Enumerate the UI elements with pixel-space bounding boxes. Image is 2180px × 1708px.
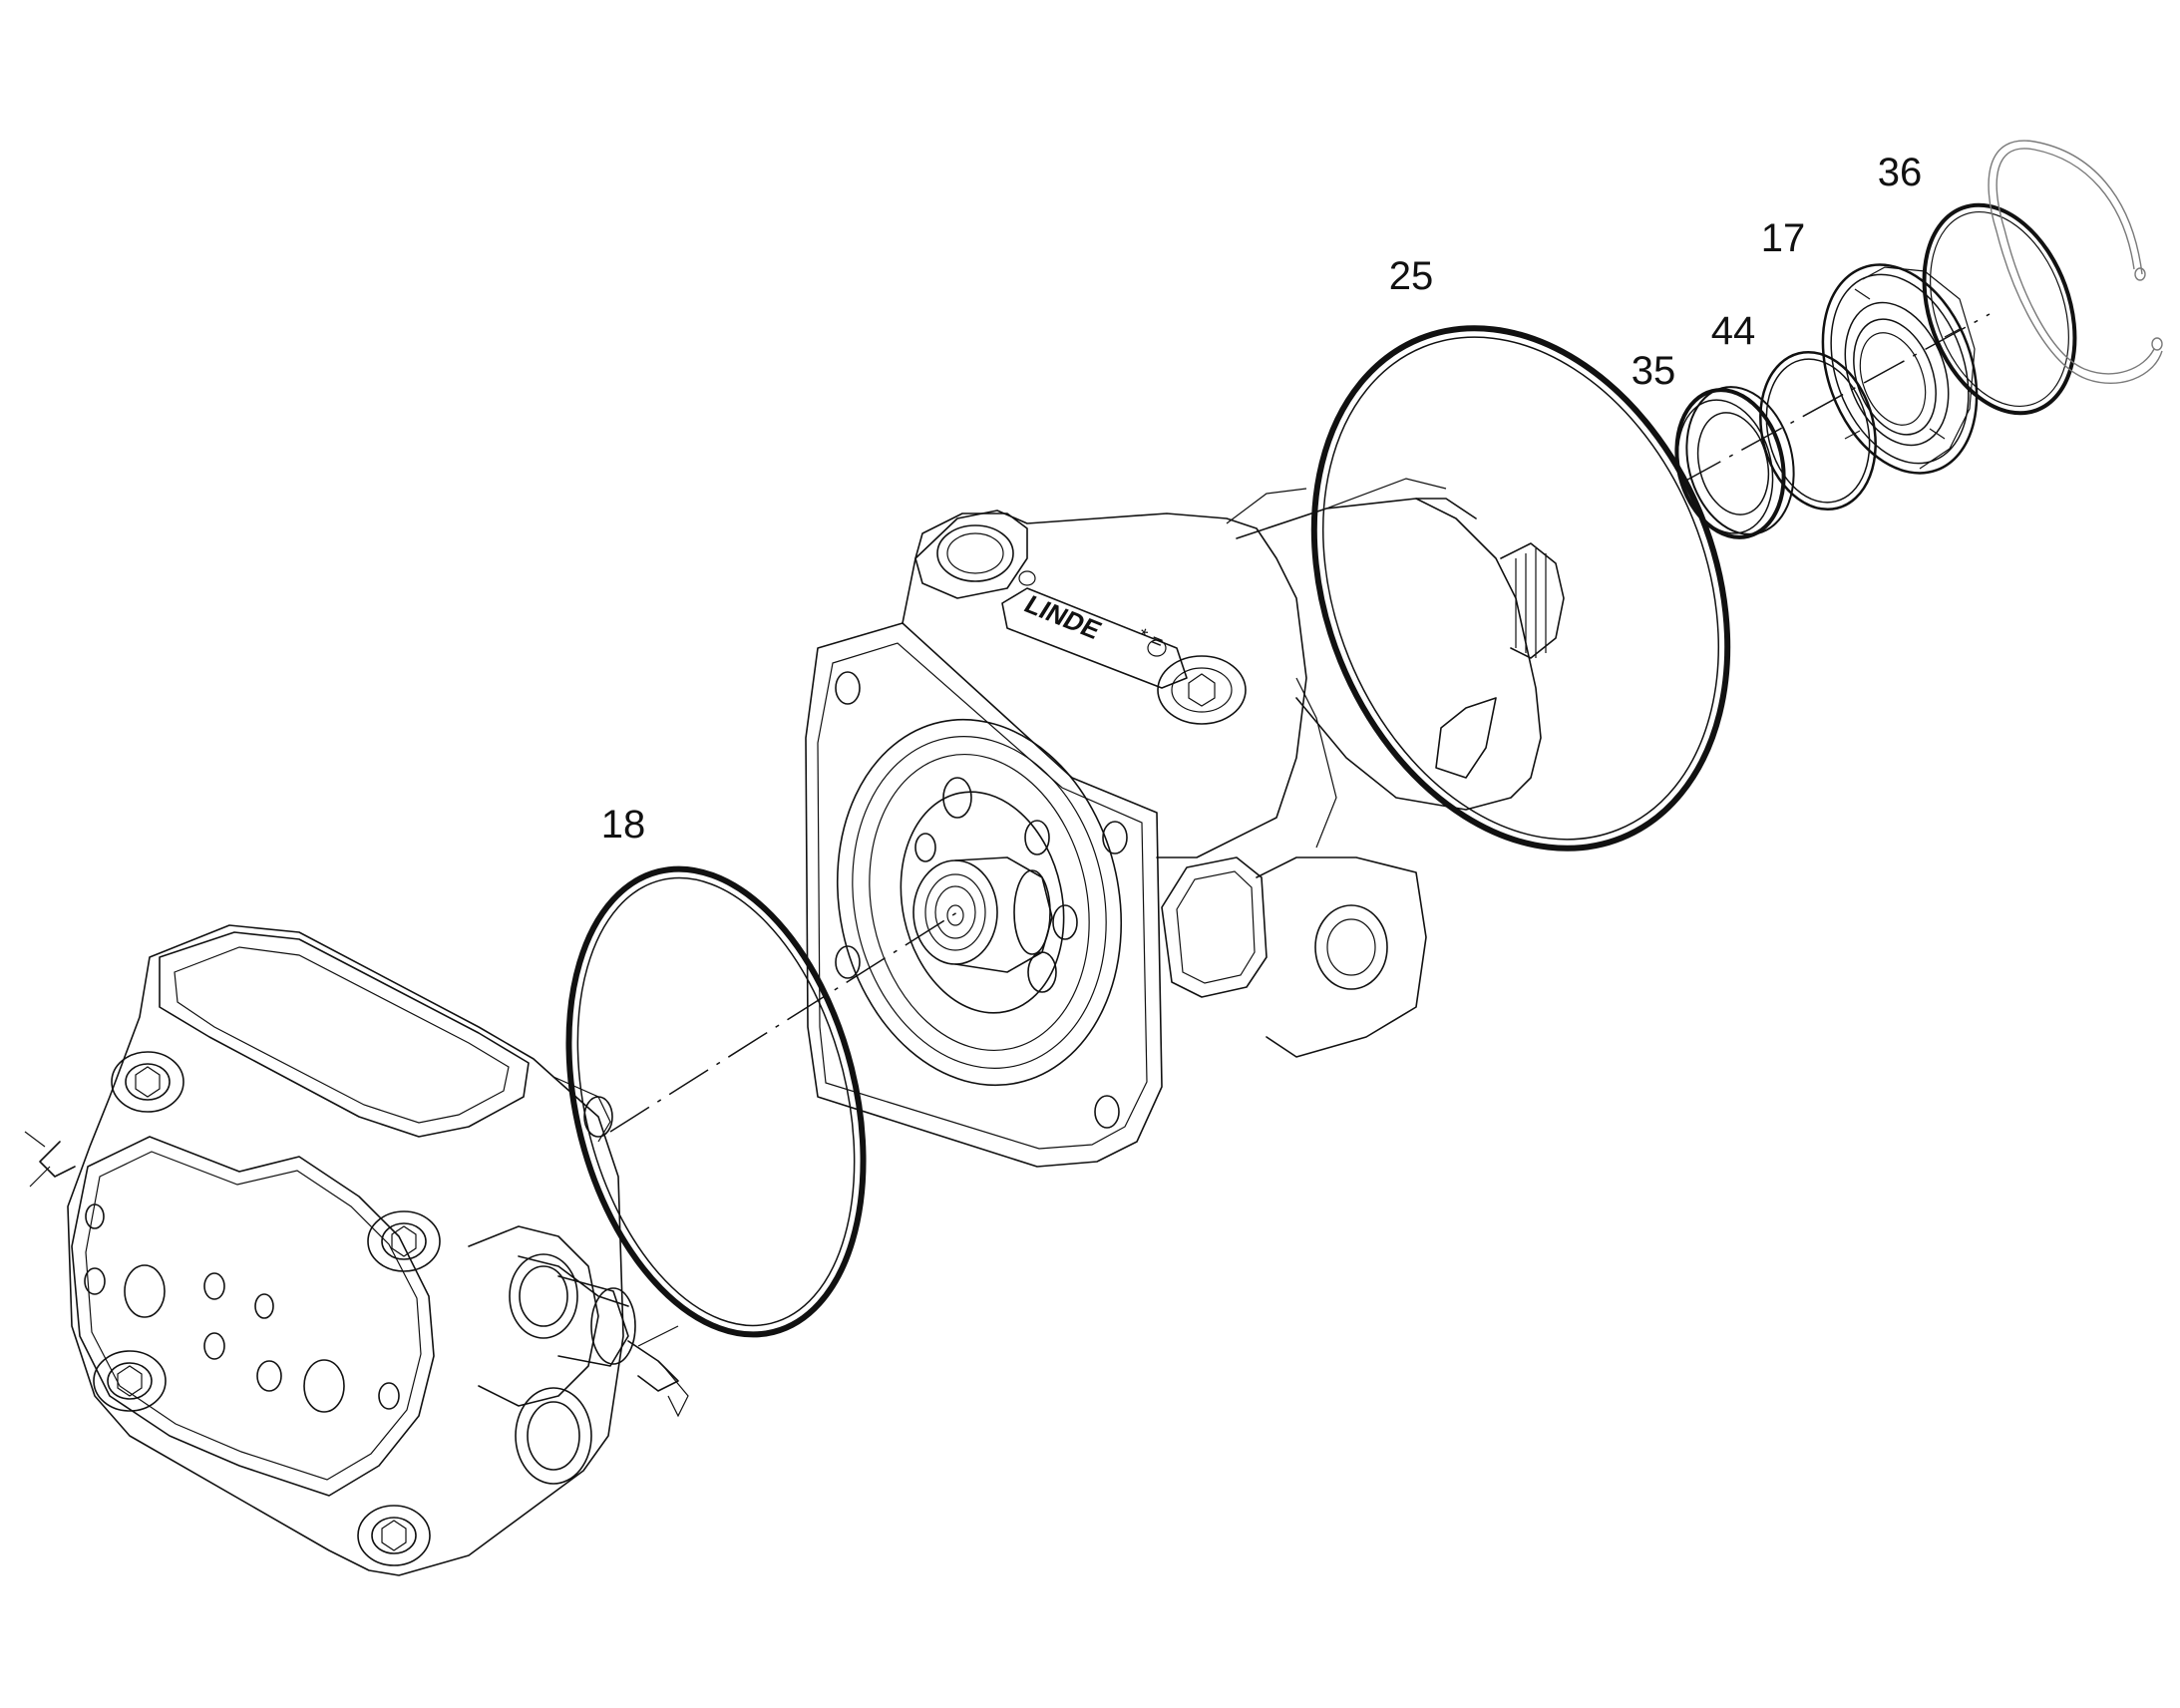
- nameplate-marks: * =: [1135, 624, 1166, 654]
- callout-36: 36: [1878, 151, 1923, 194]
- bearing-flange-17: [1821, 263, 1979, 475]
- callout-17: 17: [1761, 216, 1806, 260]
- main-housing: LINDE * =: [805, 478, 1565, 1168]
- circlip: [1988, 140, 2163, 385]
- callout-35: 35: [1632, 349, 1676, 393]
- o-ring-25: [1310, 325, 1731, 852]
- callout-18: 18: [601, 803, 646, 847]
- callout-labels: 18 25 35 44 17 36: [601, 151, 1923, 847]
- rear-cover: [24, 924, 689, 1576]
- shaft-axis-line: [609, 911, 958, 1133]
- shaft-seal-35: [1674, 386, 1795, 539]
- o-ring-36: [1922, 202, 2077, 416]
- callout-25: 25: [1389, 254, 1434, 298]
- ring-44: [1759, 350, 1877, 512]
- nameplate-text: LINDE: [1019, 589, 1107, 644]
- o-ring-18: [565, 865, 867, 1338]
- callout-44: 44: [1711, 309, 1756, 353]
